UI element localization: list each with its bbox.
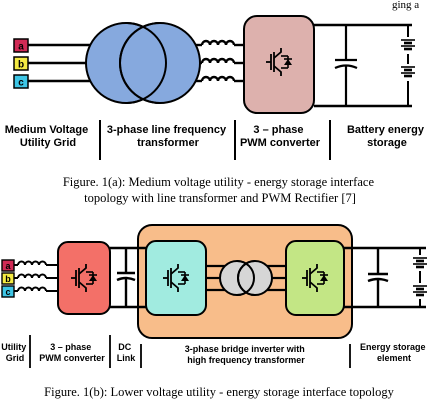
fig1a-phase-b: b <box>13 56 29 71</box>
fig1a-label-grid: Medium Voltage Utility Grid <box>5 124 92 149</box>
fig1a-label-storage: Battery energy storage <box>347 124 427 149</box>
fig1a-pwm-converter <box>243 15 315 114</box>
svg-text:a: a <box>18 42 24 53</box>
fig1b-secondary-inverter <box>285 240 345 316</box>
fig1a-capacitor <box>334 25 358 106</box>
fig1a-label-transformer: 3-phase line frequency transformer <box>107 124 229 149</box>
fig1b-inductors <box>14 260 58 292</box>
fig1b-label-bridge: 3-phase bridge inverter with high freque… <box>185 344 308 365</box>
svg-text:b: b <box>5 274 11 284</box>
fig1a-battery <box>399 25 417 106</box>
fig1b-label-converter: 3 – phase PWM converter <box>39 342 105 363</box>
fig1b-label-grid: Utility Grid <box>1 342 29 363</box>
fig1b-label-dc-link: DC Link <box>117 342 136 363</box>
fig1a-line-transformer <box>85 22 201 104</box>
svg-text:b: b <box>18 60 24 71</box>
fig1b-dc-link <box>110 246 146 309</box>
svg-text:c: c <box>18 78 24 89</box>
fig1b-battery <box>411 248 429 307</box>
fig1b-hf-transformer <box>219 260 273 296</box>
fig1b-pwm-converter <box>57 241 111 315</box>
fig1b-output-bus <box>344 246 426 309</box>
top-cutoff-text: ging a <box>392 0 419 11</box>
svg-text:c: c <box>5 287 10 297</box>
svg-text:a: a <box>5 261 11 271</box>
fig1a-caption: Figure. 1(a): Medium voltage utility - e… <box>63 175 377 205</box>
fig1b-phase-b: b <box>1 272 15 285</box>
fig1b-label-storage: Energy storage element <box>360 342 428 363</box>
fig1b-phase-a: a <box>1 259 15 272</box>
fig1a-dc-bus <box>314 23 412 108</box>
fig1a-phase-a: a <box>13 38 29 53</box>
fig1b-phase-c: c <box>1 285 15 298</box>
fig1a-diagram: a b c <box>5 15 427 205</box>
fig1b-caption: Figure. 1(b): Lower voltage utility - en… <box>44 385 394 399</box>
fig1a-label-converter: 3 – phase PWM converter <box>240 124 321 149</box>
fig1a-phase-c: c <box>13 74 29 89</box>
fig1b-bridge-inverter <box>145 240 207 316</box>
fig1b-diagram: a b c <box>1 224 429 399</box>
fig1a-inductors <box>196 39 244 83</box>
